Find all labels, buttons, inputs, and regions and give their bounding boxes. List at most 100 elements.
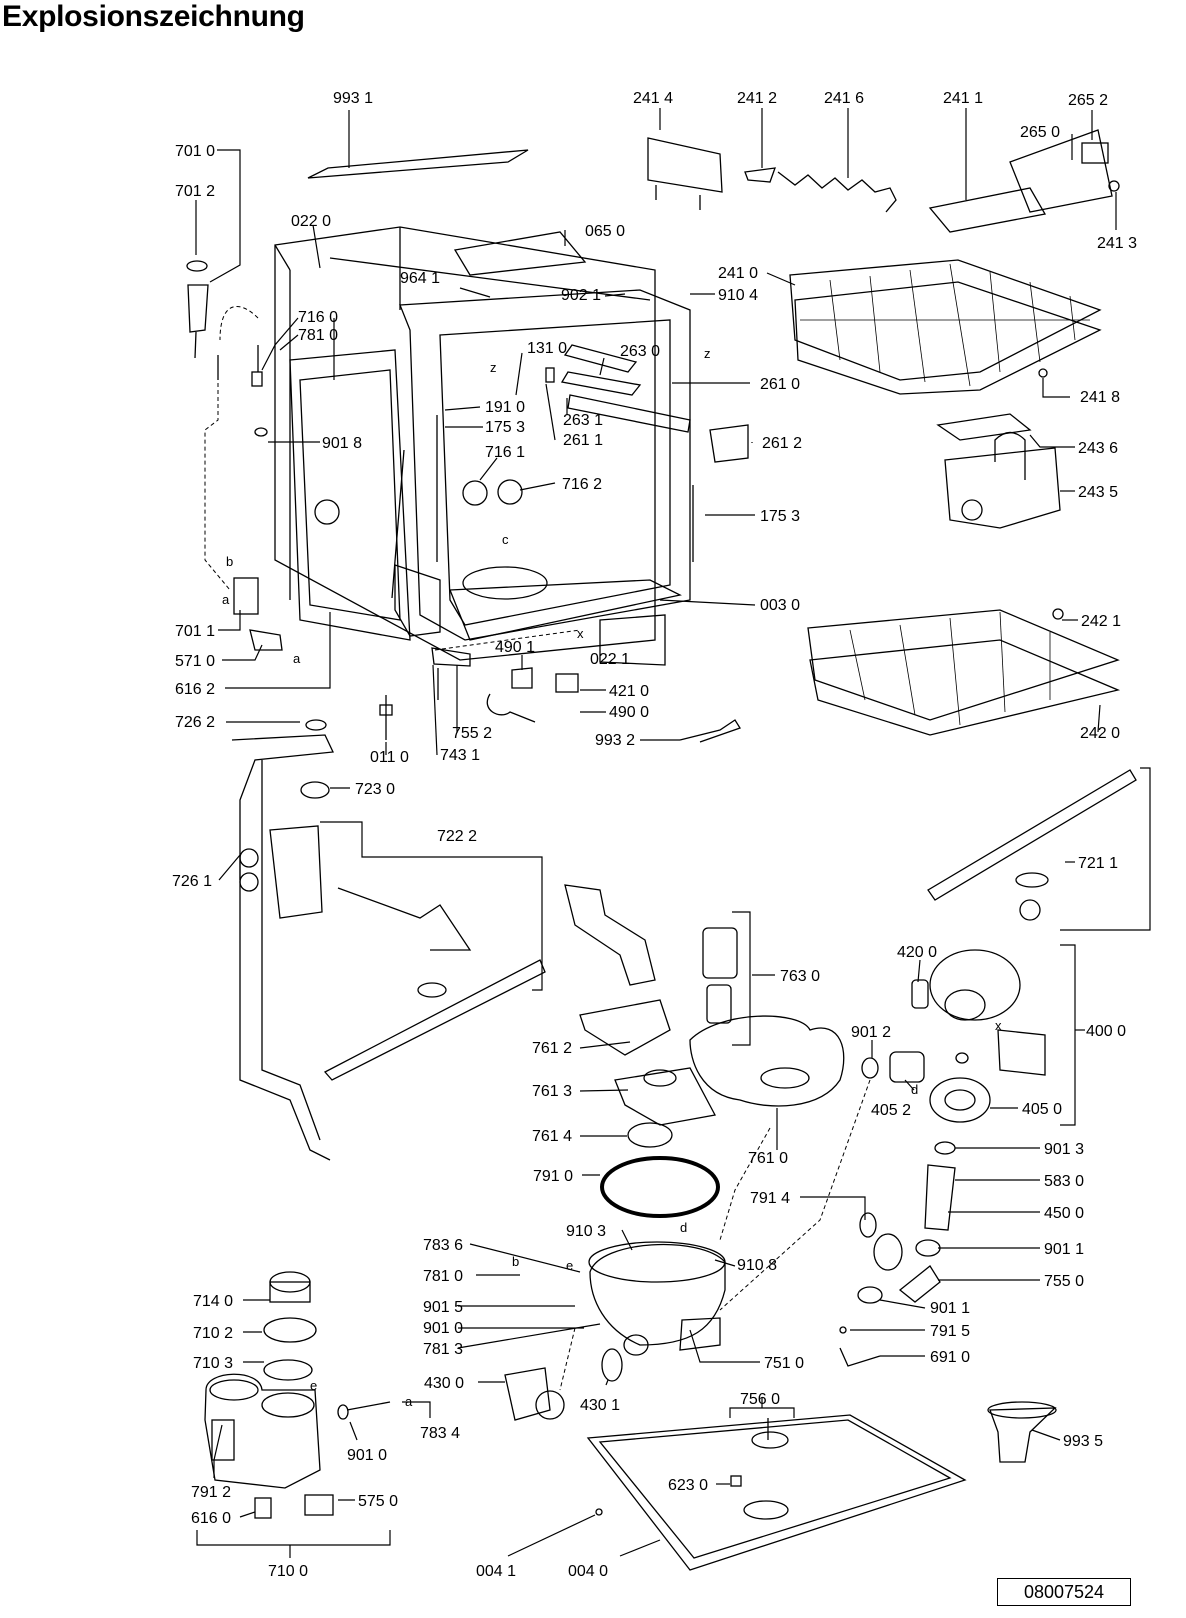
part-labels: 993 1 241 4 241 2 241 6 241 1 265 2 265 …: [172, 90, 1137, 1580]
label-781-0-lower: 781 0: [423, 1268, 463, 1285]
label-791-4: 791 4: [750, 1190, 790, 1207]
label-175-3-right: 175 3: [760, 508, 800, 525]
part-spray-pipe: [231, 719, 546, 1161]
part-pump-assembly: [839, 949, 1046, 1367]
label-901-0-sump: 901 0: [423, 1320, 463, 1337]
label-901-8: 901 8: [322, 435, 362, 452]
label-761-4: 761 4: [532, 1128, 572, 1145]
label-761-2: 761 2: [532, 1040, 572, 1057]
label-263-1: 263 1: [563, 412, 603, 429]
part-upper-spray-arm: [927, 769, 1137, 921]
label-242-1: 242 1: [1081, 613, 1121, 630]
label-791-0: 791 0: [533, 1168, 573, 1185]
label-701-2: 701 2: [175, 183, 215, 200]
label-571-0: 571 0: [175, 653, 215, 670]
label-756-0: 756 0: [740, 1391, 780, 1408]
label-716-2: 716 2: [562, 476, 602, 493]
label-701-0: 701 0: [175, 143, 215, 160]
label-065-0: 065 0: [585, 223, 625, 240]
label-241-6: 241 6: [824, 90, 864, 107]
label-701-1: 701 1: [175, 623, 215, 640]
part-upper-basket: [789, 259, 1102, 395]
label-490-1: 490 1: [495, 639, 535, 656]
label-761-0: 761 0: [748, 1150, 788, 1167]
part-dispenser-motor: [504, 1367, 565, 1421]
label-243-6: 243 6: [1078, 440, 1118, 457]
label-175-3-inner: 175 3: [485, 419, 525, 436]
label-261-0: 261 0: [760, 376, 800, 393]
part-tub-frame: [274, 226, 694, 666]
part-funnel: [987, 1401, 1057, 1463]
label-265-2: 265 2: [1068, 92, 1108, 109]
label-430-1: 430 1: [580, 1397, 620, 1414]
part-rail: [545, 344, 749, 463]
marker-a-valve: a: [293, 651, 301, 666]
label-783-4: 783 4: [420, 1425, 460, 1442]
label-400-0: 400 0: [1086, 1023, 1126, 1040]
marker-z-left: z: [490, 360, 497, 375]
label-910-4: 910 4: [718, 287, 758, 304]
label-265-0: 265 0: [1020, 124, 1060, 141]
label-191-0: 191 0: [485, 399, 525, 416]
part-inlet-hose: [186, 260, 283, 651]
label-241-1: 241 1: [943, 90, 983, 107]
label-783-6: 783 6: [423, 1237, 463, 1254]
label-791-2: 791 2: [191, 1484, 231, 1501]
label-022-1: 022 1: [590, 651, 630, 668]
label-004-1: 004 1: [476, 1563, 516, 1580]
label-405-0: 405 0: [1022, 1101, 1062, 1118]
part-cutlery-basket: [936, 413, 1061, 529]
label-616-0: 616 0: [191, 1510, 231, 1527]
label-751-0: 751 0: [764, 1355, 804, 1372]
marker-a: a: [222, 592, 230, 607]
label-781-3: 781 3: [423, 1341, 463, 1358]
label-910-8: 910 8: [737, 1257, 777, 1274]
label-004-0: 004 0: [568, 1563, 608, 1580]
label-902-1: 902 1: [561, 287, 601, 304]
label-710-3: 710 3: [193, 1355, 233, 1372]
marker-x-tub: x: [577, 626, 584, 641]
label-261-1: 261 1: [563, 432, 603, 449]
label-721-1: 721 1: [1078, 855, 1118, 872]
label-716-0: 716 0: [298, 309, 338, 326]
marker-a-softener: a: [405, 1394, 413, 1409]
label-405-2: 405 2: [871, 1102, 911, 1119]
label-755-2: 755 2: [452, 725, 492, 742]
label-490-0: 490 0: [609, 704, 649, 721]
label-616-2: 616 2: [175, 681, 215, 698]
label-901-0-softener: 901 0: [347, 1447, 387, 1464]
label-726-2: 726 2: [175, 714, 215, 731]
part-misc-bottom: [379, 647, 741, 743]
label-763-0: 763 0: [780, 968, 820, 985]
label-241-4: 241 4: [633, 90, 673, 107]
marker-e-sump: e: [566, 1258, 573, 1273]
label-623-0: 623 0: [668, 1477, 708, 1494]
label-993-5: 993 5: [1063, 1433, 1103, 1450]
label-011-0: 011 0: [370, 749, 409, 766]
marker-x-pump: x: [995, 1018, 1002, 1033]
label-722-2: 722 2: [437, 828, 477, 845]
marker-b: b: [226, 554, 233, 569]
label-755-0: 755 0: [1044, 1273, 1084, 1290]
label-726-1: 726 1: [172, 873, 212, 890]
label-791-5: 791 5: [930, 1323, 970, 1340]
label-022-0: 022 0: [291, 213, 331, 230]
marker-z-right: z: [704, 346, 711, 361]
leader-lines: [195, 108, 1151, 1558]
document-number-box: 08007524: [997, 1578, 1131, 1606]
label-901-2: 901 2: [851, 1024, 891, 1041]
label-450-0: 450 0: [1044, 1205, 1084, 1222]
label-242-0: 242 0: [1080, 725, 1120, 742]
label-131-0: 131 0: [527, 340, 567, 357]
label-261-2: 261 2: [762, 435, 802, 452]
label-241-2: 241 2: [737, 90, 777, 107]
label-901-1-lower: 901 1: [930, 1300, 970, 1317]
label-583-0: 583 0: [1044, 1173, 1084, 1190]
label-743-1: 743 1: [440, 747, 480, 764]
label-421-0: 421 0: [609, 683, 649, 700]
label-901-1-upper: 901 1: [1044, 1241, 1084, 1258]
label-243-5: 243 5: [1078, 484, 1118, 501]
part-sump: [564, 884, 845, 1382]
label-901-3: 901 3: [1044, 1141, 1084, 1158]
